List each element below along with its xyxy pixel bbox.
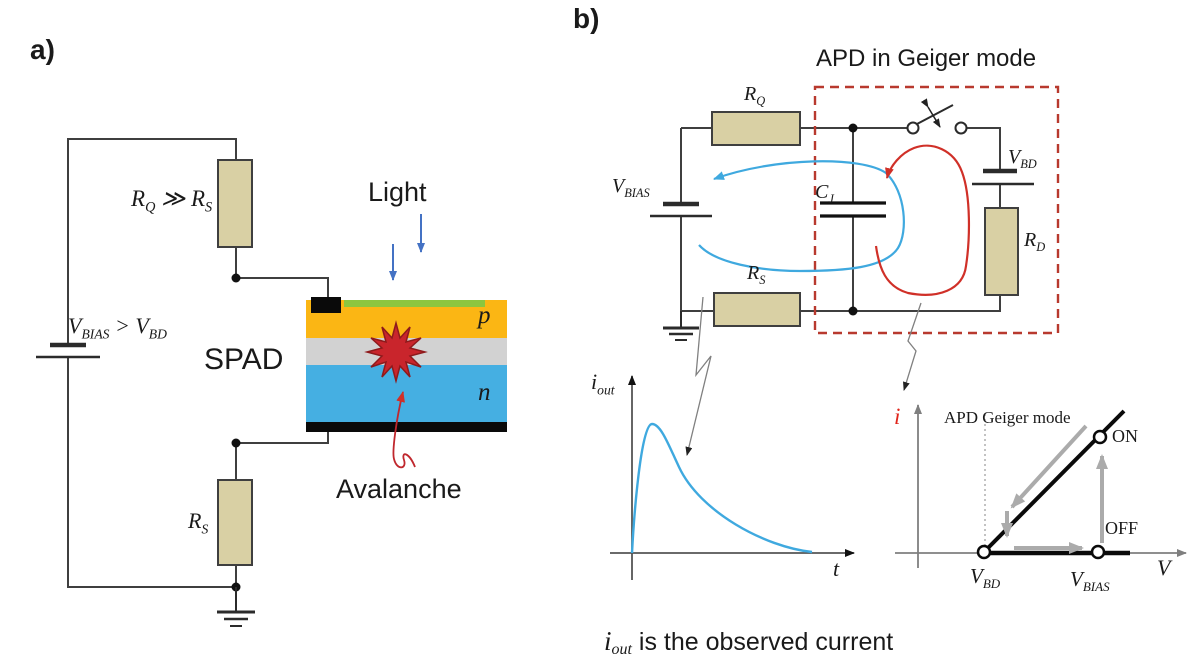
avalanche-starburst	[364, 320, 428, 384]
rd-label: RD	[1024, 229, 1046, 254]
capacitor-cj	[820, 201, 886, 218]
p-layer-label: p	[478, 302, 491, 329]
wire-a-bottom-left	[67, 357, 236, 588]
wire-a-top-left	[67, 138, 237, 345]
spad-label: SPAD	[204, 343, 284, 376]
junction-dot	[231, 273, 241, 283]
panel-a-circuit	[67, 138, 329, 588]
resistor-rd	[984, 207, 1019, 296]
panel-b-label: b)	[573, 3, 600, 34]
spad-n-layer	[306, 365, 507, 422]
cj-label: CJ	[815, 181, 834, 206]
plot-iout-vs-t	[610, 375, 855, 580]
battery-b-vbias	[650, 201, 712, 218]
battery-b-vbd	[972, 168, 1034, 186]
n-layer-label: n	[478, 379, 491, 406]
wire-a-node-to-spad	[236, 277, 329, 300]
resistor-rs-a	[217, 479, 253, 566]
spad-device	[306, 297, 507, 432]
ground-symbol-b	[663, 311, 699, 341]
switch-symbol	[906, 98, 968, 135]
blue-current-loop-arrow	[698, 160, 905, 273]
apd-geiger-region-label: APD Geiger mode	[944, 408, 1071, 427]
v-axis-label: V	[1157, 555, 1171, 580]
avalanche-label: Avalanche	[336, 474, 462, 504]
switch-toggle-arrow-icon	[920, 98, 941, 128]
rs-a-label: RS	[188, 508, 209, 537]
spad-green-strip	[344, 300, 485, 307]
plot-i-vs-v	[895, 404, 1187, 568]
light-arrows	[389, 214, 425, 281]
vbias-tick-label: VBIAS	[1070, 567, 1110, 595]
battery-a-vbias	[36, 342, 100, 359]
vbd-tick-label: VBD	[970, 564, 1001, 592]
i-axis-label: i	[894, 404, 901, 429]
junction-dot	[848, 123, 858, 133]
leader-arrow-to-iout-plot	[685, 296, 712, 456]
figure-caption: iout is the observed current	[604, 626, 894, 659]
junction-dot	[231, 438, 241, 448]
apd-geiger-dashed-box	[813, 85, 1060, 335]
red-current-loop-arrow	[874, 144, 971, 296]
off-label: OFF	[1105, 518, 1139, 538]
wire-a-spad-to-node	[236, 431, 329, 444]
leader-arrow-to-iv-plot	[903, 302, 922, 391]
spad-bottom-contact	[306, 422, 507, 432]
rs-b-label: RS	[747, 262, 766, 287]
spad-top-contact	[311, 297, 341, 313]
iout-pulse-curve	[630, 422, 813, 554]
avalanche-pointer-arrow-icon	[392, 391, 416, 469]
resistor-rs-b	[713, 292, 801, 327]
vbias-b-label: VBIAS	[612, 175, 650, 200]
resistor-rq-a	[217, 159, 253, 248]
bias-condition-label: VBIAS > VBD	[68, 313, 167, 342]
t-axis-label: t	[833, 556, 840, 581]
quench-path-arrow	[1010, 424, 1088, 509]
rq-b-label: RQ	[744, 83, 766, 108]
vbd-point	[976, 544, 992, 560]
on-label: ON	[1112, 426, 1138, 446]
junction-dot	[848, 306, 858, 316]
on-point	[1092, 429, 1108, 445]
wire-b	[967, 127, 1001, 171]
rq-condition-label: RQ ≫ RS	[131, 186, 213, 216]
vbd-b-label: VBD	[1008, 146, 1037, 171]
apd-geiger-title: APD in Geiger mode	[816, 45, 1037, 72]
light-label: Light	[368, 177, 427, 207]
resistor-rq-b	[711, 111, 801, 146]
iout-axis-label: iout	[591, 369, 615, 398]
ground-symbol-a	[217, 587, 255, 627]
off-point	[1090, 544, 1106, 560]
panel-a-label: a)	[30, 34, 55, 65]
